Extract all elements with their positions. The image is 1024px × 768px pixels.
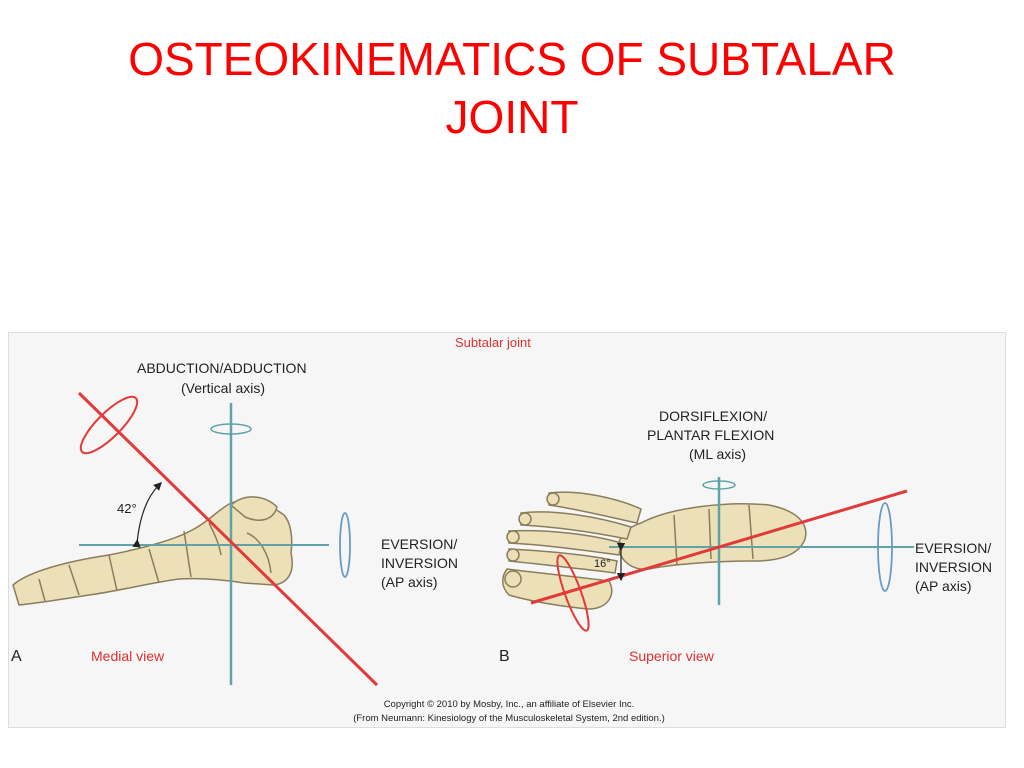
panel-b-letter: B bbox=[499, 648, 510, 665]
subtalar-joint-figure: Subtalar joint ABDUCTION/ADDUCTION (Vert… bbox=[8, 332, 1006, 728]
ap-axis-label-b-line1: EVERSION/ bbox=[915, 540, 991, 556]
subtalar-rotation-ring-b bbox=[556, 554, 590, 632]
panel-a bbox=[12, 391, 379, 687]
panel-a-letter: A bbox=[11, 648, 22, 665]
subtalar-axis-line-a bbox=[77, 391, 379, 687]
slide-title: OSTEOKINEMATICS OF SUBTALAR JOINT bbox=[100, 30, 924, 146]
ap-axis-rotation-ring-b bbox=[877, 502, 893, 592]
ap-axis-label-a-line3: (AP axis) bbox=[381, 574, 438, 590]
subtalar-rotation-ring-a bbox=[79, 395, 139, 455]
ap-axis-rotation-ring-a bbox=[339, 512, 351, 578]
angle-arc-a bbox=[132, 482, 162, 548]
title-line-2: JOINT bbox=[445, 91, 579, 143]
ap-axis-label-a-line1: EVERSION/ bbox=[381, 536, 457, 552]
subtalar-axis-line-b bbox=[530, 489, 908, 605]
figure-heading: Subtalar joint bbox=[455, 335, 531, 350]
foot-superior-view-illustration bbox=[502, 491, 807, 610]
vertical-axis-rotation-ring bbox=[210, 423, 252, 435]
copyright-line-1: Copyright © 2010 by Mosby, Inc., an affi… bbox=[384, 699, 635, 710]
vertical-axis-label-line2: (Vertical axis) bbox=[181, 380, 265, 396]
panel-b bbox=[502, 477, 914, 632]
ap-axis-label-a-line2: INVERSION bbox=[381, 555, 458, 571]
panel-a-view-label: Medial view bbox=[91, 648, 165, 664]
vertical-axis-label-line1: ABDUCTION/ADDUCTION bbox=[137, 360, 307, 376]
panel-b-view-label: Superior view bbox=[629, 648, 715, 664]
foot-medial-view-illustration bbox=[12, 496, 293, 606]
angle-label-b: 16° bbox=[594, 558, 611, 570]
title-line-1: OSTEOKINEMATICS OF SUBTALAR bbox=[128, 33, 896, 85]
angle-label-a: 42° bbox=[117, 501, 137, 516]
ap-axis-label-b-line3: (AP axis) bbox=[915, 578, 972, 594]
figure-canvas: Subtalar joint ABDUCTION/ADDUCTION (Vert… bbox=[11, 335, 992, 724]
copyright-line-2: (From Neumann: Kinesiology of the Muscul… bbox=[353, 713, 665, 724]
ml-axis-label-line3: (ML axis) bbox=[689, 446, 746, 462]
ml-axis-label-line1: DORSIFLEXION/ bbox=[659, 408, 767, 424]
ml-axis-rotation-ring bbox=[702, 480, 736, 490]
ap-axis-label-b-line2: INVERSION bbox=[915, 559, 992, 575]
ml-axis-label-line2: PLANTAR FLEXION bbox=[647, 427, 774, 443]
